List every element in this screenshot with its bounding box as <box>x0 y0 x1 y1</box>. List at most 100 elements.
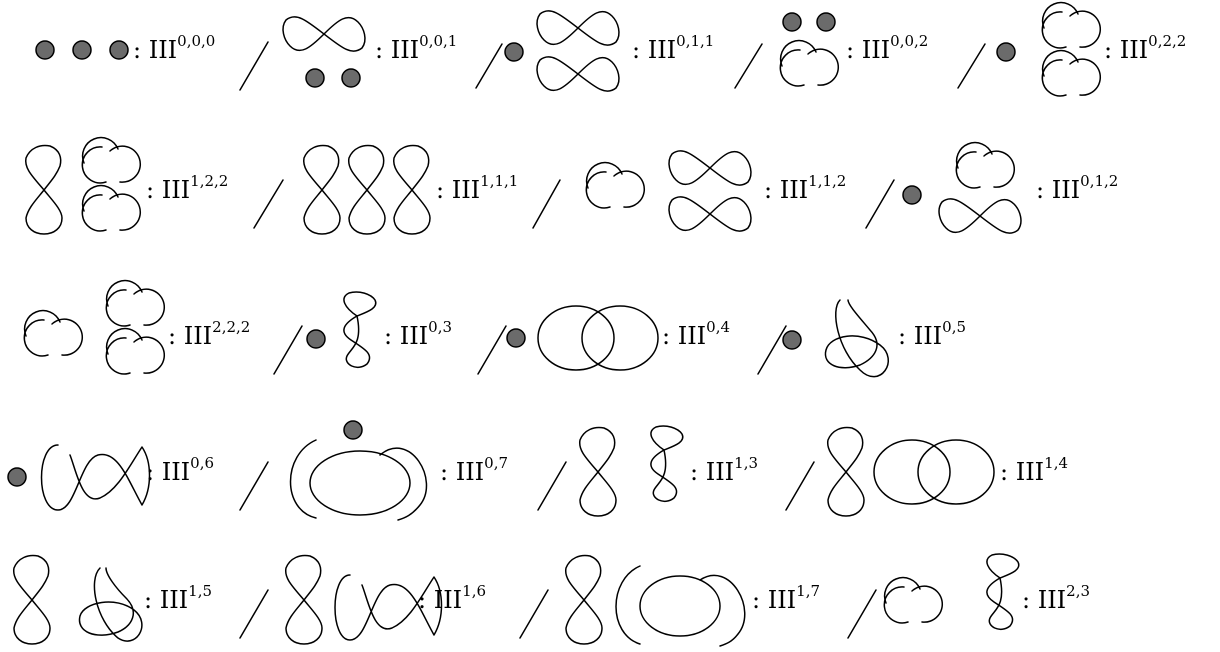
label-r2-3: : III1,1,2 <box>764 172 846 204</box>
label-r2-2: : III1,1,1 <box>436 172 518 204</box>
vertex-dot <box>506 328 526 348</box>
vertex-dot <box>306 329 326 349</box>
vertex-dot <box>109 40 129 60</box>
label-r2-1: : III1,2,2 <box>146 172 228 204</box>
separator <box>757 325 787 375</box>
vertex-dot <box>816 12 836 32</box>
separator <box>957 43 986 89</box>
figure-eight-vertical <box>578 426 617 517</box>
hopf-link <box>1041 49 1102 97</box>
label-r1-3: : III0,1,1 <box>632 32 714 64</box>
separator <box>537 461 567 511</box>
vertex-dot <box>341 68 361 88</box>
label-r1-4: : III0,0,2 <box>846 32 928 64</box>
label-r2-4: : III0,1,2 <box>1036 172 1118 204</box>
vertex-dot <box>72 40 92 60</box>
hopf-link <box>81 184 142 232</box>
figure-eight-vertical <box>12 554 51 645</box>
hopf-link <box>105 279 166 327</box>
twist-curve <box>343 291 377 369</box>
central-loop <box>309 450 411 516</box>
separator <box>475 43 503 89</box>
separator <box>519 589 549 639</box>
trefoil-knot <box>78 567 143 642</box>
vertex-dot <box>996 42 1016 62</box>
row-2: : III1,2,2 : III1,1,1 : III1,1,2 : III0,… <box>24 136 1118 235</box>
figure-eight-vertical <box>284 554 323 645</box>
label-r5-3: : III1,7 <box>752 582 820 614</box>
label-r3-1: : III2,2,2 <box>168 318 250 350</box>
label-r5-2: : III1,6 <box>418 582 486 614</box>
figure-eight-vertical <box>347 144 386 235</box>
separator <box>734 43 763 89</box>
label-r5-1: : III1,5 <box>144 582 212 614</box>
ring <box>873 439 951 505</box>
vertex-dot <box>504 42 524 62</box>
figure-eight-curve <box>536 56 620 92</box>
figure-eight-vertical <box>826 426 865 517</box>
hopf-link <box>883 576 944 624</box>
vertex-dot <box>782 330 802 350</box>
ring <box>537 305 615 371</box>
vertex-dot <box>305 68 325 88</box>
hopf-link <box>779 39 840 87</box>
figure-eight-vertical <box>392 144 431 235</box>
vertex-dot <box>7 467 27 487</box>
hopf-link <box>1041 1 1102 49</box>
separator <box>785 461 815 511</box>
twist-curve <box>986 553 1020 631</box>
separator <box>239 461 269 511</box>
figure-eight-curve <box>938 198 1022 234</box>
central-loop <box>639 575 721 637</box>
separator <box>239 41 269 91</box>
twisted-strand <box>334 574 443 641</box>
hopf-link <box>23 309 84 357</box>
vertex-dot <box>782 12 802 32</box>
separator <box>865 179 895 229</box>
arc-right <box>699 574 746 647</box>
separator <box>532 179 561 229</box>
figure-eight-curve <box>668 196 752 232</box>
label-r3-4: : III0,5 <box>898 318 966 350</box>
twist-curve <box>650 425 684 503</box>
row-1: : III0,0,0 : III0,0,1 : III0,1,1 : III0,… <box>35 1 1186 97</box>
hopf-link <box>105 327 166 375</box>
label-r3-3: : III0,4 <box>662 318 730 350</box>
label-r1-2: : III0,0,1 <box>375 32 457 64</box>
label-r4-4: : III1,4 <box>1000 454 1068 486</box>
row-3: : III2,2,2 : III0,3 : III0,4 : III0,5 <box>23 279 966 378</box>
vertex-dot <box>902 185 922 205</box>
ring <box>917 439 995 505</box>
separator <box>239 589 269 639</box>
label-r1-5: : III0,2,2 <box>1104 32 1186 64</box>
label-r3-2: : III0,3 <box>384 318 452 350</box>
vertex-dot <box>343 420 363 440</box>
vertex-dot <box>35 40 55 60</box>
trefoil-knot <box>824 299 890 378</box>
arc-left <box>289 439 317 519</box>
separator <box>273 325 303 375</box>
separator <box>253 179 284 229</box>
row-5: : III1,5 : III1,6 : III1,7 : III2,3 <box>12 553 1090 647</box>
figure-eight-curve <box>536 10 620 46</box>
arc-right <box>379 447 428 521</box>
label-r4-2: : III0,7 <box>440 454 508 486</box>
label-r4-1: : III0,6 <box>146 454 214 486</box>
twisted-strand <box>40 444 151 511</box>
hopf-link <box>81 136 142 184</box>
separator <box>477 325 507 375</box>
figure-eight-curve <box>668 150 752 186</box>
figure-eight-vertical <box>564 554 603 645</box>
arc-left <box>615 565 641 645</box>
figure-eight-curve <box>282 16 366 52</box>
hopf-link <box>585 161 646 209</box>
hopf-link <box>955 141 1016 189</box>
label-r1-1: : III0,0,0 <box>133 32 215 64</box>
ring <box>581 305 659 371</box>
label-r4-3: : III1,3 <box>690 454 758 486</box>
figure-eight-vertical <box>302 144 341 235</box>
figure-eight-vertical <box>24 144 63 235</box>
row-4: : III0,6 : III0,7 : III1,3 : III1,4 <box>7 420 1068 521</box>
separator <box>847 589 877 639</box>
